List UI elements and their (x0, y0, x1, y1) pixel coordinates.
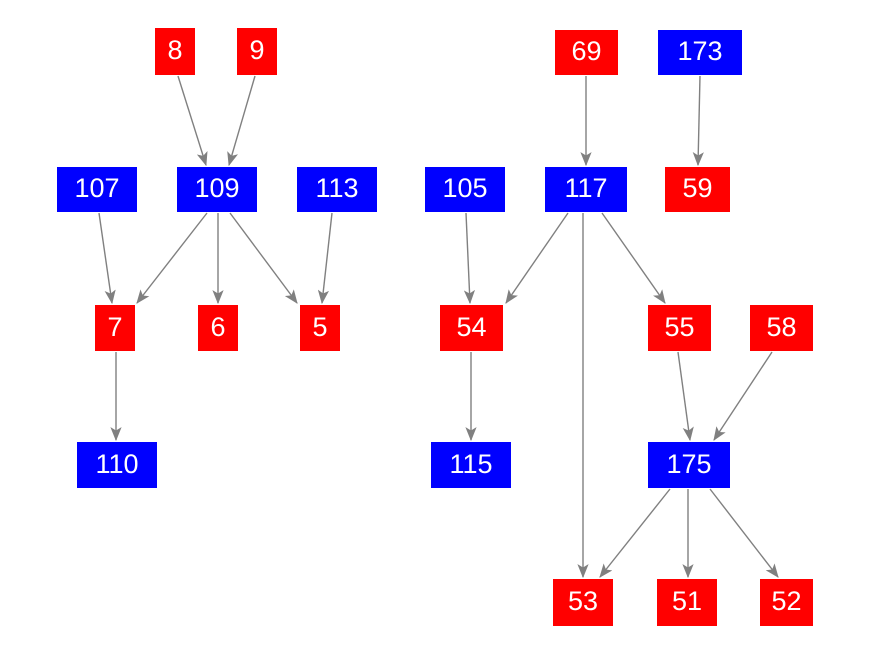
graph-node-label: 52 (771, 586, 802, 616)
graph-node-69[interactable]: 69 (555, 30, 618, 75)
graph-node-173[interactable]: 173 (658, 30, 742, 75)
graph-edge-173-to-59 (692, 75, 704, 167)
graph-node-label: 6 (210, 311, 226, 342)
graph-node-8[interactable]: 8 (155, 28, 195, 75)
graph-edge-113-to-5 (317, 212, 333, 305)
graph-node-label: 175 (666, 448, 712, 479)
graph-node-5[interactable]: 5 (300, 305, 340, 351)
graph-node-label: 117 (564, 173, 608, 203)
graph-node-7[interactable]: 7 (95, 305, 135, 351)
graph-node-107[interactable]: 107 (57, 167, 137, 212)
graph-node-117[interactable]: 117 (545, 167, 627, 212)
graph-node-label: 110 (95, 448, 139, 479)
graph-node-label: 107 (74, 173, 120, 203)
graph-node-54[interactable]: 54 (440, 305, 503, 351)
graph-edge-9-to-109 (227, 75, 256, 167)
graph-node-110[interactable]: 110 (77, 442, 157, 488)
graph-node-label: 59 (682, 173, 713, 203)
graph-edge-58-to-175 (713, 351, 773, 441)
graph-node-175[interactable]: 175 (648, 442, 730, 488)
graph-node-51[interactable]: 51 (657, 579, 717, 626)
graph-node-label: 8 (167, 35, 183, 65)
graph-node-115[interactable]: 115 (431, 442, 511, 488)
graph-edge-117-to-54 (505, 212, 569, 304)
graph-node-113[interactable]: 113 (297, 167, 377, 212)
graph-node-55[interactable]: 55 (648, 305, 711, 351)
graph-edge-55-to-175 (677, 351, 694, 442)
graph-edge-107-to-7 (98, 212, 116, 305)
graph-node-label: 109 (194, 173, 240, 203)
graph-node-label: 51 (671, 586, 703, 616)
graph-node-9[interactable]: 9 (237, 28, 277, 75)
graph-edge-109-to-7 (136, 212, 208, 304)
graph-node-label: 54 (456, 311, 487, 342)
graph-edge-175-to-53 (599, 488, 671, 578)
graph-node-label: 115 (449, 448, 493, 479)
graph-node-label: 173 (677, 36, 723, 66)
graph-node-label: 113 (315, 173, 359, 203)
graph-node-58[interactable]: 58 (750, 305, 813, 351)
graph-node-label: 105 (442, 173, 488, 203)
graph-node-59[interactable]: 59 (665, 167, 730, 212)
graph-edge-105-to-54 (463, 212, 476, 305)
graph-node-109[interactable]: 109 (177, 167, 257, 212)
graph-node-105[interactable]: 105 (425, 167, 505, 212)
graph-edge-175-to-52 (709, 488, 779, 578)
graph-node-label: 53 (567, 586, 599, 616)
graph-node-52[interactable]: 52 (760, 579, 813, 626)
graph-edge-117-to-55 (601, 212, 666, 304)
graph-node-label: 58 (766, 311, 797, 342)
graph-node-label: 55 (664, 311, 695, 342)
graph-edge-8-to-109 (177, 75, 208, 167)
graph-node-label: 69 (571, 36, 602, 66)
graph-node-label: 5 (312, 311, 328, 342)
graph-node-label: 9 (249, 35, 265, 65)
graph-node-53[interactable]: 53 (553, 579, 613, 626)
graph-edge-109-to-5 (229, 212, 298, 304)
graph-node-label: 7 (107, 311, 123, 342)
graph-node-6[interactable]: 6 (198, 305, 238, 351)
